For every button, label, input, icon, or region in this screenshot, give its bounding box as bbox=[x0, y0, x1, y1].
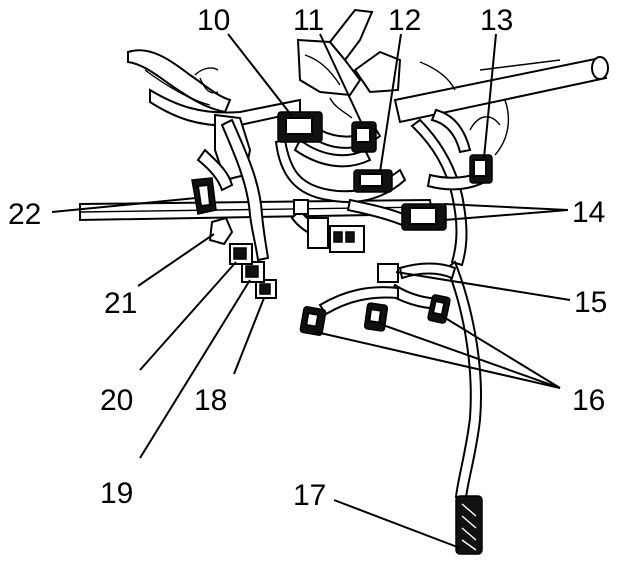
leader-17 bbox=[333, 499, 461, 549]
callout-17: 17 bbox=[293, 479, 326, 512]
leader-13 bbox=[483, 33, 497, 159]
leader-15 bbox=[395, 271, 571, 301]
callout-15: 15 bbox=[574, 286, 607, 319]
leader-19 bbox=[139, 279, 251, 459]
leader-12 bbox=[379, 33, 402, 173]
leader-18 bbox=[233, 297, 265, 375]
callout-labels: 10 11 12 13 14 15 16 17 18 19 20 21 22 bbox=[8, 4, 607, 512]
callout-10: 10 bbox=[197, 4, 230, 37]
callout-20: 20 bbox=[100, 384, 133, 417]
leader-16c bbox=[441, 315, 561, 389]
leader-10 bbox=[227, 33, 293, 117]
leader-16a bbox=[315, 331, 561, 389]
leader-21 bbox=[137, 233, 215, 287]
leader-16b bbox=[379, 323, 561, 389]
leader-14b bbox=[443, 209, 569, 221]
callout-21: 21 bbox=[104, 287, 137, 320]
callout-22: 22 bbox=[8, 198, 41, 231]
connectors bbox=[191, 111, 493, 555]
leader-20 bbox=[139, 261, 237, 371]
leader-11 bbox=[319, 33, 363, 125]
leader-22 bbox=[51, 197, 197, 213]
callout-18: 18 bbox=[194, 384, 227, 417]
callout-14: 14 bbox=[572, 196, 605, 229]
callout-13: 13 bbox=[480, 4, 513, 37]
leader-14a bbox=[443, 203, 569, 211]
callout-12: 12 bbox=[388, 4, 421, 37]
callout-16: 16 bbox=[572, 384, 605, 417]
callout-19: 19 bbox=[100, 477, 133, 510]
connector-21-shape bbox=[208, 216, 234, 246]
leader-lines bbox=[51, 33, 571, 549]
connector-15-shape bbox=[377, 263, 399, 283]
instrument-panel-structure bbox=[79, 8, 609, 222]
callout-11: 11 bbox=[293, 4, 324, 37]
